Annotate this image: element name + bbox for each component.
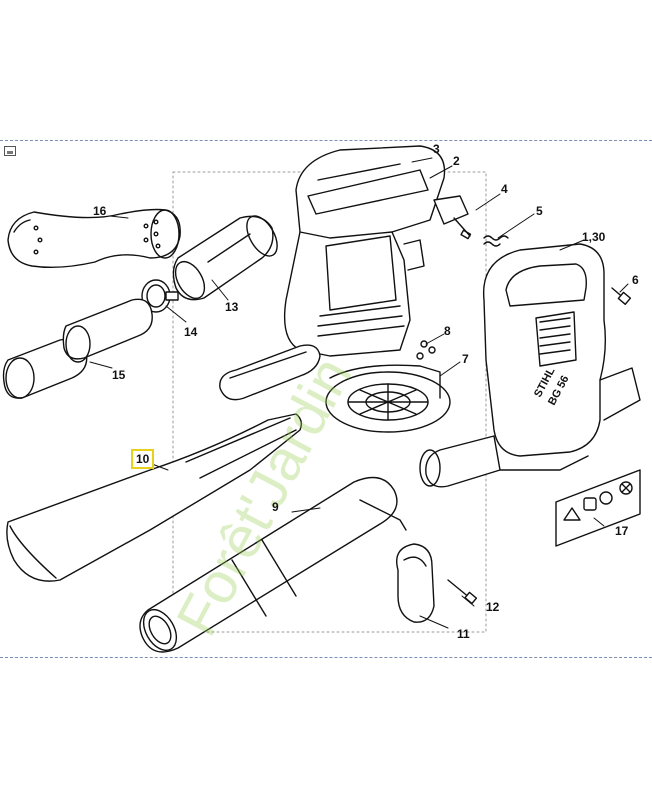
image-icon[interactable] bbox=[4, 146, 16, 156]
connector-nozzle-part bbox=[172, 215, 278, 301]
callout-14[interactable]: 14 bbox=[184, 325, 198, 339]
latch-clip-part bbox=[433, 195, 472, 240]
callout-3[interactable]: 3 bbox=[433, 142, 440, 156]
hose-clamp-part bbox=[141, 279, 179, 313]
screw-12-part bbox=[447, 579, 478, 605]
callout-1-30[interactable]: 1,30 bbox=[582, 230, 606, 244]
top-frame-line bbox=[0, 140, 652, 141]
callout-7[interactable]: 7 bbox=[462, 352, 469, 366]
motor-housing-part bbox=[419, 243, 641, 488]
callout-2[interactable]: 2 bbox=[453, 154, 460, 168]
callout-16[interactable]: 16 bbox=[93, 204, 107, 218]
callout-9[interactable]: 9 bbox=[272, 500, 279, 514]
curved-tube-part bbox=[7, 208, 181, 269]
grille-guard-part bbox=[325, 364, 451, 433]
blower-tube-part bbox=[139, 476, 407, 653]
screws-8-part bbox=[416, 340, 436, 360]
tube-clamp-part bbox=[396, 543, 435, 623]
callout-17[interactable]: 17 bbox=[615, 524, 629, 538]
bottom-frame-line bbox=[0, 657, 652, 658]
callout-15[interactable]: 15 bbox=[112, 368, 126, 382]
callout-6[interactable]: 6 bbox=[632, 273, 639, 287]
tube-set-part bbox=[2, 298, 153, 399]
callout-10[interactable]: 10 bbox=[131, 449, 155, 469]
blower-nozzle-part bbox=[6, 413, 303, 582]
screw-6-part bbox=[611, 287, 632, 305]
callout-11[interactable]: 11 bbox=[457, 627, 470, 641]
watermark-text: Forêt'Jardin bbox=[164, 347, 364, 646]
callout-8[interactable]: 8 bbox=[444, 324, 451, 338]
callout-5[interactable]: 5 bbox=[536, 204, 543, 218]
callout-4[interactable]: 4 bbox=[501, 182, 508, 196]
spring-part bbox=[483, 235, 509, 247]
callout-12[interactable]: 12 bbox=[486, 600, 500, 614]
warning-label-part bbox=[555, 469, 641, 547]
callout-13[interactable]: 13 bbox=[225, 300, 239, 314]
vacuum-housing-part bbox=[219, 145, 446, 401]
leader-lines bbox=[89, 157, 629, 629]
